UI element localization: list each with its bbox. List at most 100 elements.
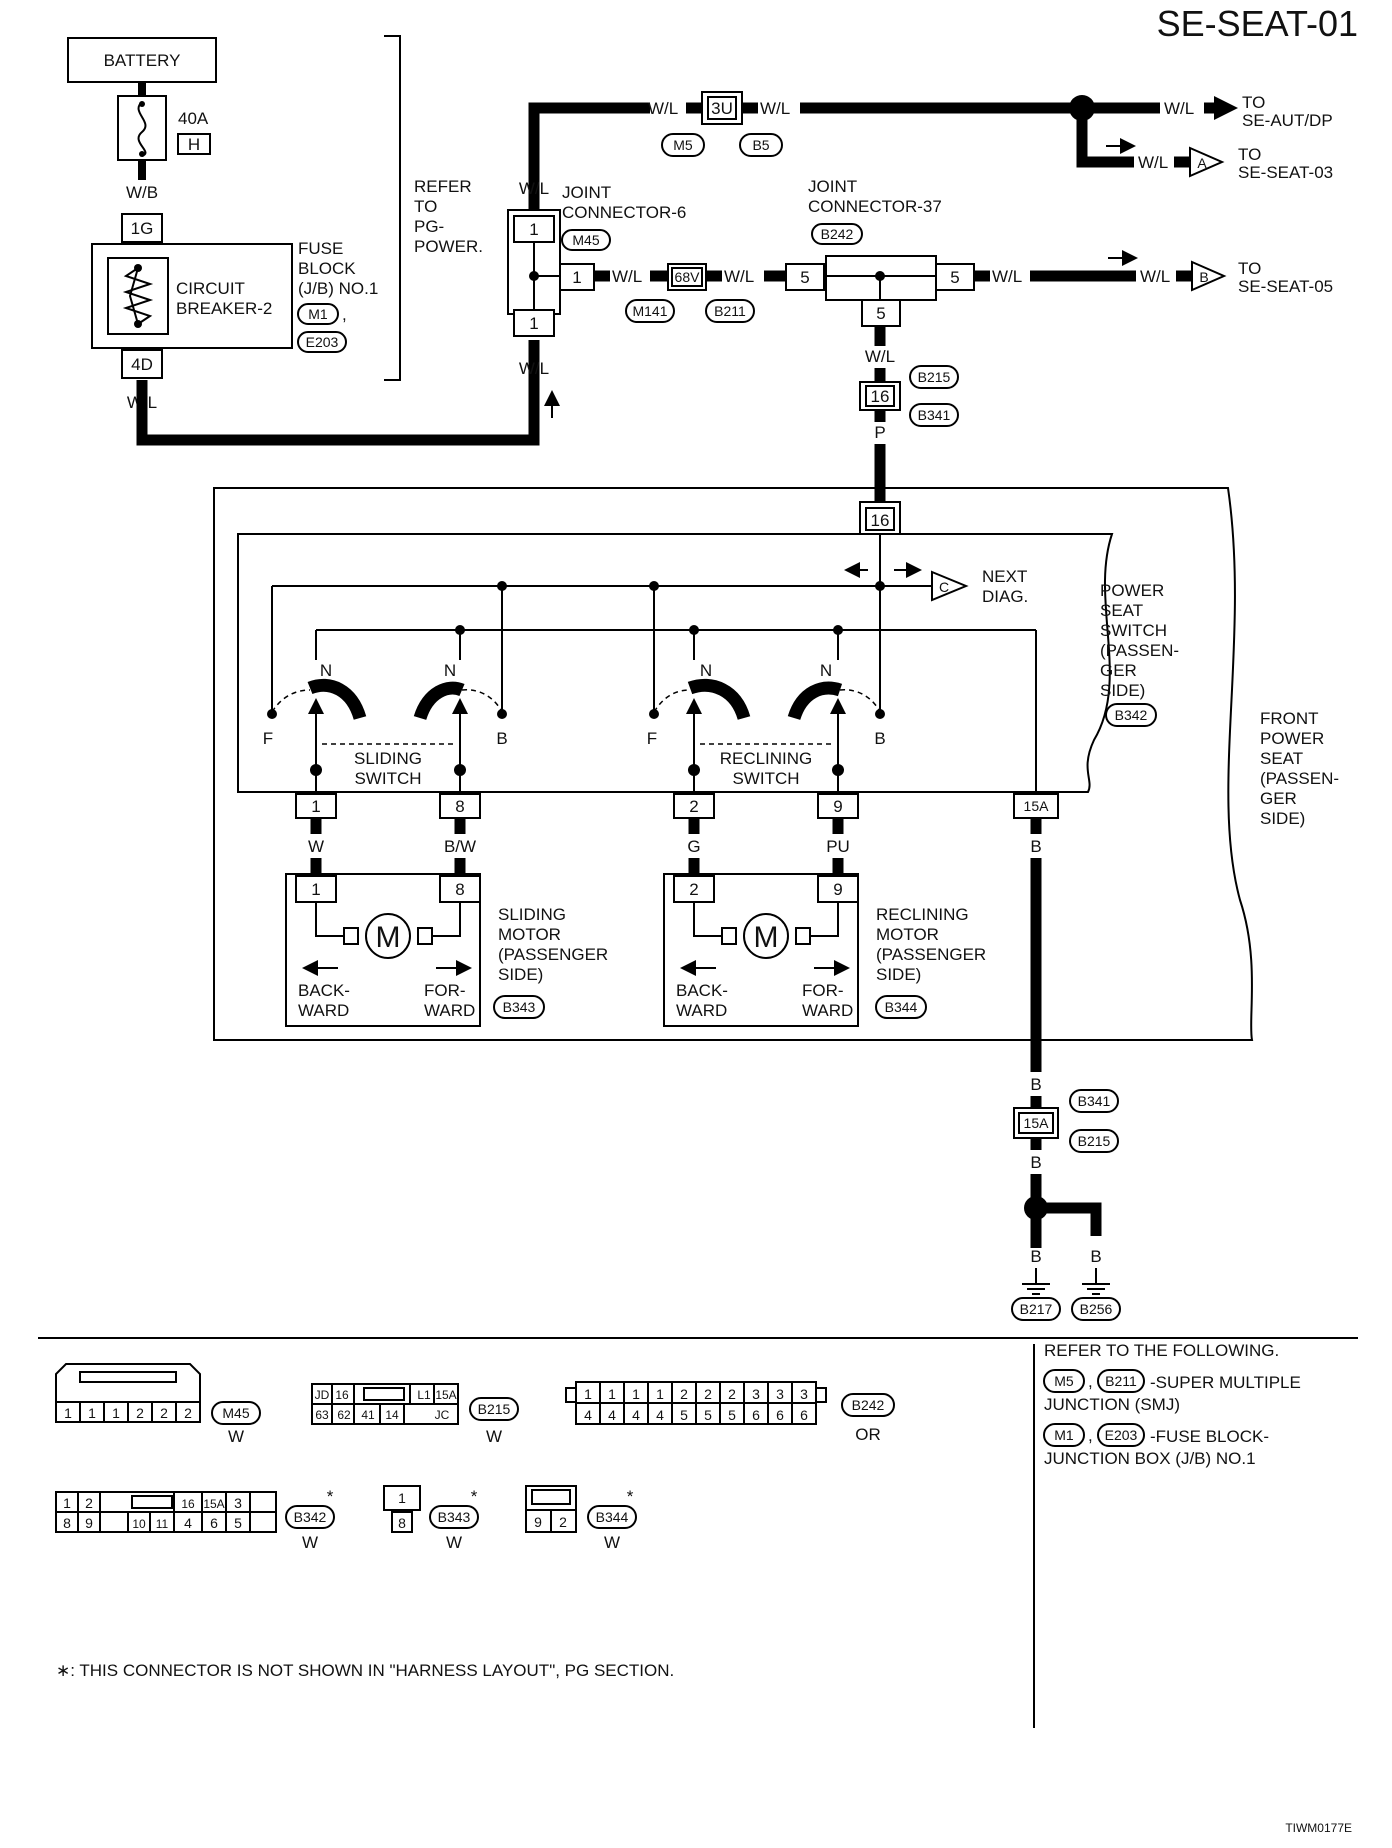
svg-text:5: 5 bbox=[876, 304, 885, 323]
svg-text:FRONT: FRONT bbox=[1260, 709, 1319, 728]
svg-text:*: * bbox=[327, 1487, 334, 1506]
to-aut-2: SE-AUT/DP bbox=[1242, 111, 1333, 130]
connector-tag-b342: B342 bbox=[1115, 707, 1148, 723]
svg-text:15A: 15A bbox=[435, 1388, 456, 1402]
battery: BATTERY bbox=[67, 37, 217, 83]
wire-label-w: W bbox=[308, 837, 324, 856]
svg-text:6: 6 bbox=[210, 1515, 218, 1531]
svg-text:SIDE): SIDE) bbox=[876, 965, 921, 984]
connector-68v: 68V bbox=[667, 263, 707, 291]
svg-text:MOTOR: MOTOR bbox=[876, 925, 939, 944]
svg-text:(PASSEN-: (PASSEN- bbox=[1260, 769, 1339, 788]
reclining-switch: F N N B RECLINING SWITCH bbox=[647, 661, 886, 788]
svg-text:SEAT: SEAT bbox=[1260, 749, 1303, 768]
svg-text:1: 1 bbox=[112, 1405, 120, 1421]
fuse-rating: 40A bbox=[178, 109, 209, 128]
svg-text:4: 4 bbox=[632, 1407, 640, 1423]
svg-text:W: W bbox=[228, 1427, 244, 1446]
svg-text:5: 5 bbox=[234, 1515, 242, 1531]
svg-text:63: 63 bbox=[315, 1408, 329, 1422]
svg-text:3: 3 bbox=[234, 1495, 242, 1511]
svg-text:W: W bbox=[486, 1427, 502, 1446]
svg-text:N: N bbox=[320, 661, 332, 680]
off-page-b: B bbox=[1199, 269, 1208, 285]
svg-text:3: 3 bbox=[776, 1386, 784, 1402]
svg-text:1: 1 bbox=[529, 220, 538, 239]
svg-text:9: 9 bbox=[85, 1515, 93, 1531]
wire-label-g: G bbox=[687, 837, 700, 856]
svg-text:11: 11 bbox=[156, 1517, 169, 1531]
connector-16-b215: 16 bbox=[859, 381, 901, 411]
connector-face-b215: JD 16 L1 15A 63 62 41 14 JC B215 W bbox=[311, 1383, 519, 1446]
svg-text:SIDE): SIDE) bbox=[498, 965, 543, 984]
reclining-motor: 2 9 M BACK- WARD FOR- WARD RECLINING MOT… bbox=[663, 873, 986, 1027]
svg-text:8: 8 bbox=[455, 797, 464, 816]
svg-text:4: 4 bbox=[584, 1407, 592, 1423]
reclining-switch-label-2: SWITCH bbox=[732, 769, 799, 788]
svg-text:2: 2 bbox=[184, 1405, 192, 1421]
connector-tag-b343: B343 bbox=[503, 999, 536, 1015]
page-title: SE-SEAT-01 bbox=[1157, 3, 1358, 44]
next-diag-2: DIAG. bbox=[982, 587, 1028, 606]
wire-label-b-1: B bbox=[1030, 837, 1041, 856]
svg-text:41: 41 bbox=[361, 1408, 375, 1422]
connector-tag-m141: M141 bbox=[632, 303, 667, 319]
refer-bracket bbox=[384, 35, 401, 381]
svg-text:SIDE): SIDE) bbox=[1100, 681, 1145, 700]
svg-text:2: 2 bbox=[136, 1405, 144, 1421]
svg-text:2: 2 bbox=[689, 797, 698, 816]
svg-text:14: 14 bbox=[385, 1408, 399, 1422]
svg-text:TO: TO bbox=[414, 197, 437, 216]
svg-text:1: 1 bbox=[311, 880, 320, 899]
switch-pin-16: 16 bbox=[859, 501, 901, 535]
footnote: ∗: THIS CONNECTOR IS NOT SHOWN IN "HARNE… bbox=[56, 1661, 674, 1680]
svg-text:,: , bbox=[1088, 1426, 1093, 1445]
reclining-switch-label-1: RECLINING bbox=[720, 749, 813, 768]
svg-text:1: 1 bbox=[88, 1405, 96, 1421]
sliding-switch-label-1: SLIDING bbox=[354, 749, 422, 768]
svg-text:SLIDING: SLIDING bbox=[498, 905, 566, 924]
svg-text:N: N bbox=[820, 661, 832, 680]
svg-text:1: 1 bbox=[64, 1405, 72, 1421]
connector-tag-b344: B344 bbox=[885, 999, 918, 1015]
svg-text:15A: 15A bbox=[1024, 798, 1050, 814]
svg-text:M1: M1 bbox=[1054, 1427, 1074, 1443]
svg-text:2: 2 bbox=[85, 1495, 93, 1511]
connector-tag-b211: B211 bbox=[714, 303, 746, 319]
svg-text:GER: GER bbox=[1260, 789, 1297, 808]
svg-text:B242: B242 bbox=[852, 1397, 885, 1413]
svg-text:JC: JC bbox=[435, 1408, 450, 1422]
fuse-block-pin-bottom: 4D bbox=[131, 355, 153, 374]
fuse-block-label-3: (J/B) NO.1 bbox=[298, 279, 378, 298]
svg-text:2: 2 bbox=[728, 1386, 736, 1402]
svg-text:5: 5 bbox=[704, 1407, 712, 1423]
connector-tag-b242-j37: B242 bbox=[821, 226, 854, 242]
joint6-label-2: CONNECTOR-6 bbox=[562, 203, 686, 222]
svg-text:REFER: REFER bbox=[414, 177, 472, 196]
wire-label-wl-j6-top: W/L bbox=[519, 179, 549, 198]
svg-text:1: 1 bbox=[529, 314, 538, 333]
svg-text:WARD: WARD bbox=[676, 1001, 727, 1020]
ground-tag-b256: B256 bbox=[1080, 1301, 1113, 1317]
svg-text:68V: 68V bbox=[675, 269, 701, 285]
svg-text:16: 16 bbox=[871, 387, 890, 406]
svg-text:POWER: POWER bbox=[1260, 729, 1324, 748]
svg-text:L1: L1 bbox=[417, 1388, 431, 1402]
front-power-seat-frame bbox=[213, 487, 1254, 1041]
svg-text:F: F bbox=[263, 729, 273, 748]
svg-text:B342: B342 bbox=[294, 1509, 327, 1525]
figure-code: TIWM0177E bbox=[1285, 1821, 1352, 1835]
joint-connector-37: JOINT CONNECTOR-37 B242 5 5 5 bbox=[785, 177, 975, 327]
svg-text:1: 1 bbox=[398, 1490, 406, 1506]
svg-text:(PASSENGER: (PASSENGER bbox=[498, 945, 608, 964]
motor-symbol-sliding: M bbox=[376, 921, 401, 954]
svg-text:6: 6 bbox=[752, 1407, 760, 1423]
svg-text:8: 8 bbox=[63, 1515, 71, 1531]
connector-tag-b341-1: B341 bbox=[918, 407, 951, 423]
svg-text:1: 1 bbox=[584, 1386, 592, 1402]
svg-text:10: 10 bbox=[132, 1517, 146, 1531]
svg-text:W: W bbox=[302, 1533, 318, 1552]
svg-text:-SUPER MULTIPLE: -SUPER MULTIPLE bbox=[1150, 1373, 1301, 1392]
circuit-breaker-label-1: CIRCUIT bbox=[176, 279, 245, 298]
wire-label-b-3: B bbox=[1030, 1153, 1041, 1172]
